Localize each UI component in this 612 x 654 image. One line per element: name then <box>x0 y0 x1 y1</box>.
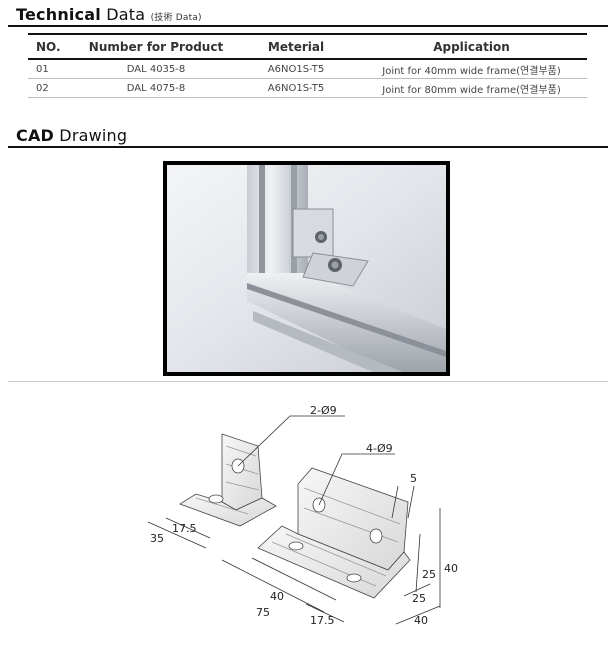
cell-material: A6NO1S-T5 <box>236 59 356 79</box>
technical-data-title: Technical Data (技術 Data) <box>16 5 202 24</box>
label-dim-75: 75 <box>256 606 270 619</box>
cad-title-rest: Drawing <box>54 126 128 145</box>
header-product: Number for Product <box>76 33 236 60</box>
small-bracket <box>179 433 277 527</box>
cell-product: DAL 4035-8 <box>76 59 236 79</box>
table-header-row: NO. Number for Product Meterial Applicat… <box>28 33 587 60</box>
photo-render <box>167 165 446 372</box>
label-dim-17-5-large: 17.5 <box>310 614 335 627</box>
label-dim-5: 5 <box>410 472 417 485</box>
technical-title-rule <box>8 25 608 27</box>
header-application: Application <box>356 33 587 60</box>
large-bracket <box>257 467 411 599</box>
section-divider <box>8 381 608 382</box>
label-small-holes: 2-Ø9 <box>310 404 337 417</box>
technical-title-rest: Data <box>100 5 146 24</box>
leader-lines <box>237 415 395 506</box>
header-no: NO. <box>28 33 76 60</box>
cad-drawing-title: CAD Drawing <box>16 126 127 145</box>
technical-title-bold: Technical <box>16 5 101 24</box>
dimension-lines <box>147 485 441 625</box>
cad-title-bold: CAD <box>16 126 55 145</box>
table-row: 01 DAL 4035-8 A6NO1S-T5 Joint for 40mm w… <box>28 59 587 79</box>
technical-title-sub: (技術 Data) <box>150 13 202 23</box>
label-dim-25-upper: 25 <box>422 568 436 581</box>
header-material: Meterial <box>236 33 356 60</box>
cell-application: Joint for 80mm wide frame(연결부품) <box>356 78 587 98</box>
table-row: 02 DAL 4075-8 A6NO1S-T5 Joint for 80mm w… <box>28 78 587 98</box>
label-large-holes: 4-Ø9 <box>366 442 393 455</box>
cad-drawing: 2-Ø9 4-Ø9 35 17.5 5 40 25 25 40 40 75 17… <box>147 404 458 627</box>
label-dim-17-5-small: 17.5 <box>172 522 197 535</box>
cell-product: DAL 4075-8 <box>76 78 236 98</box>
label-dim-40-right: 40 <box>444 562 458 575</box>
spec-table: NO. Number for Product Meterial Applicat… <box>28 33 587 98</box>
cell-no: 02 <box>28 78 76 98</box>
cell-application: Joint for 40mm wide frame(연결부품) <box>356 59 587 79</box>
label-dim-25-lower: 25 <box>412 592 426 605</box>
cad-title-rule <box>8 146 608 148</box>
product-photo <box>163 161 450 376</box>
cell-material: A6NO1S-T5 <box>236 78 356 98</box>
label-dim-35: 35 <box>150 532 164 545</box>
label-dim-40-base: 40 <box>270 590 284 603</box>
cell-no: 01 <box>28 59 76 79</box>
label-dim-40-bottom-right: 40 <box>414 614 428 627</box>
